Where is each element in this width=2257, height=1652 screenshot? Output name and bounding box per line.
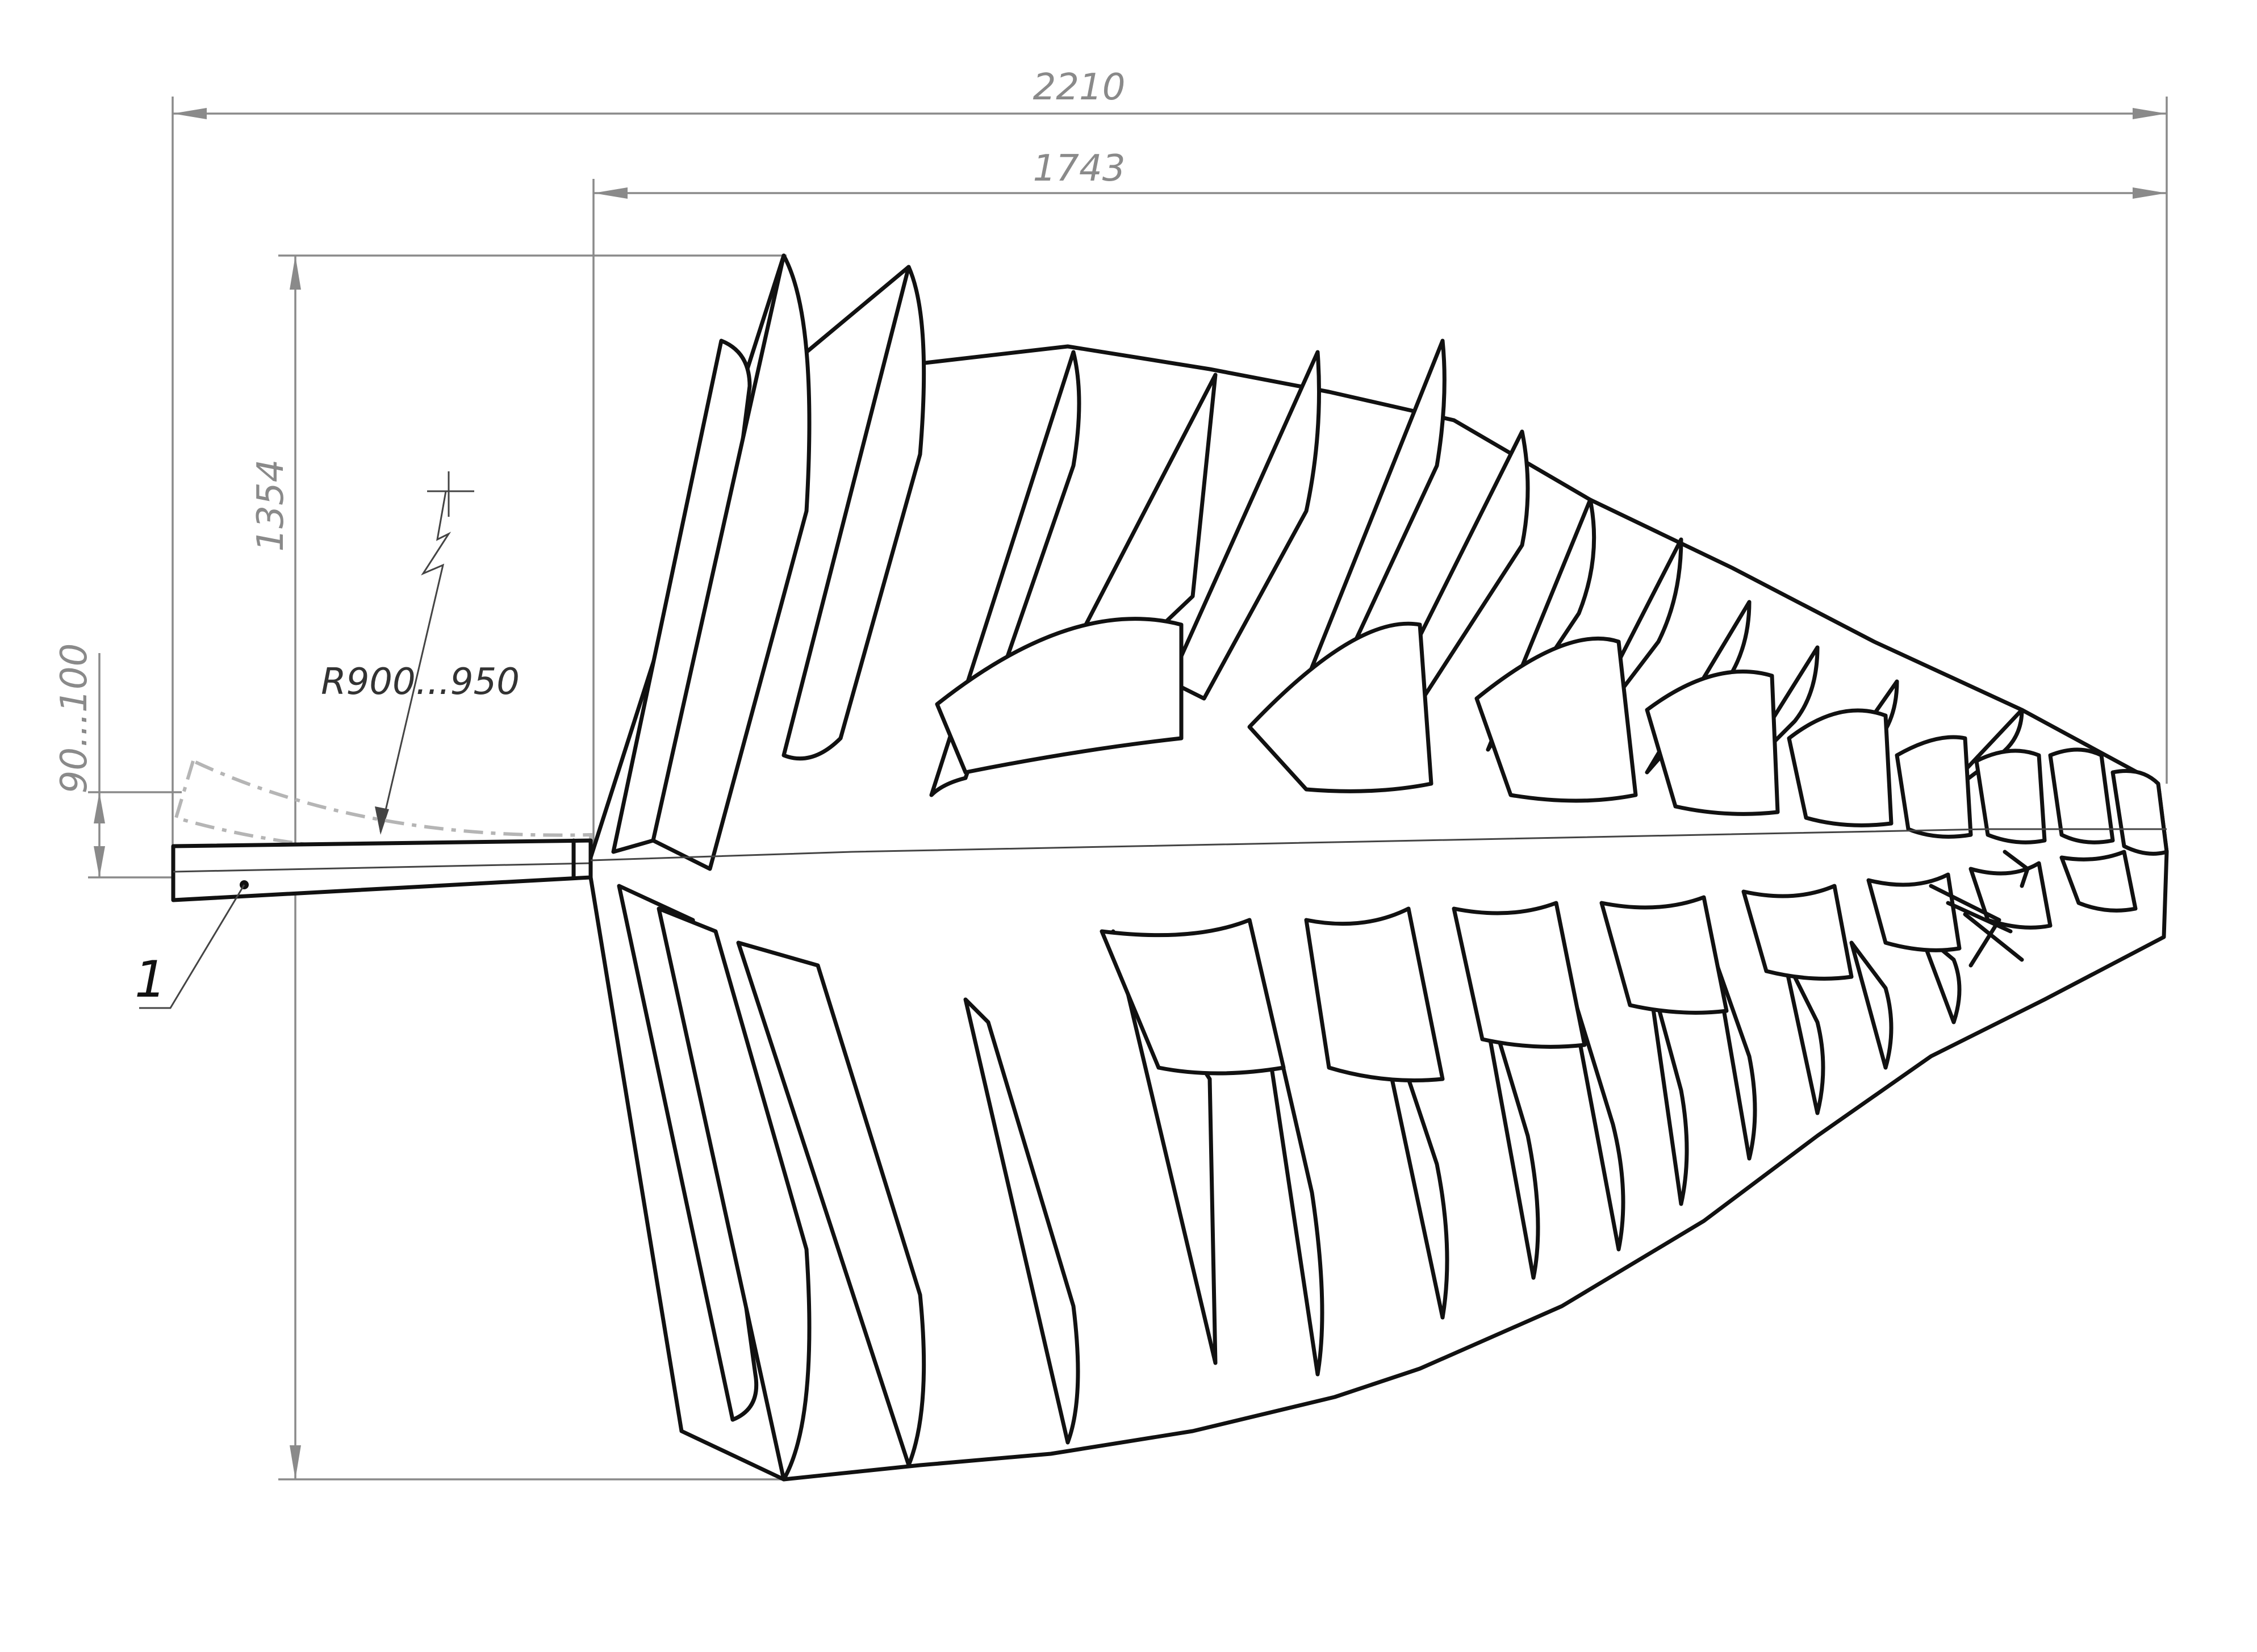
tree-length-value: 1743 [1033,148,1126,190]
scale-mid-7 [1974,748,2047,844]
scale-mid-1 [935,617,1184,775]
scale-low-2 [1304,906,1445,1082]
scale-low-4 [1599,895,1729,1015]
overall-length-value: 2210 [1033,66,1126,108]
branch-lower-14 [1917,929,1962,1024]
scale-low-5 [1741,884,1854,981]
branch-upper-2 [651,253,812,871]
scale-mid-9 [2110,769,2169,856]
scale-mid-3 [1474,636,1638,803]
tree-height-value: 1354 [250,459,292,552]
bend-offset-value: 90...100 [53,643,95,794]
radius-leader: R900...950 [321,471,520,835]
part-callout: 1 [135,884,245,1009]
branch-lower-2 [657,906,812,1482]
dimension-overall-length: 2210 [172,66,2168,852]
branch-upper-1 [611,338,752,854]
branch-lower-3 [736,940,926,1467]
scale-mid-6 [1895,735,1973,839]
bent-trunk-ghost [174,759,592,855]
scale-low-7 [1968,861,2053,930]
dimension-tree-length: 1743 [592,148,2167,852]
trunk-pipe [171,838,593,902]
branch-upper-3 [781,265,926,761]
tree-silhouette [588,253,2169,1482]
branch-lower-10 [1645,963,1689,1206]
scale-low-1 [1100,918,1286,1076]
branch-lower-13 [1849,940,1894,1070]
branch-lower-8 [1474,963,1540,1280]
scale-low-8 [2059,850,2138,913]
branch-lower-1 [617,884,759,1422]
scale-mid-5 [1787,708,1894,827]
scale-low-6 [1866,872,1962,952]
scale-mid-2 [1247,621,1433,793]
scale-low-3 [1452,901,1587,1049]
branch-lower-4 [963,997,1080,1445]
bend-radius-value: R900...950 [321,661,520,703]
part-number-label: 1 [135,950,166,1009]
scale-mid-4 [1645,670,1780,816]
branch-upper-7 [1304,338,1447,712]
scale-mid-8 [2048,747,2115,844]
branch-upper-6 [1168,350,1321,701]
tree-body [588,253,2169,1482]
dimension-bend-offset: 90...100 [53,643,182,879]
branch-lower-12 [1781,952,1825,1115]
